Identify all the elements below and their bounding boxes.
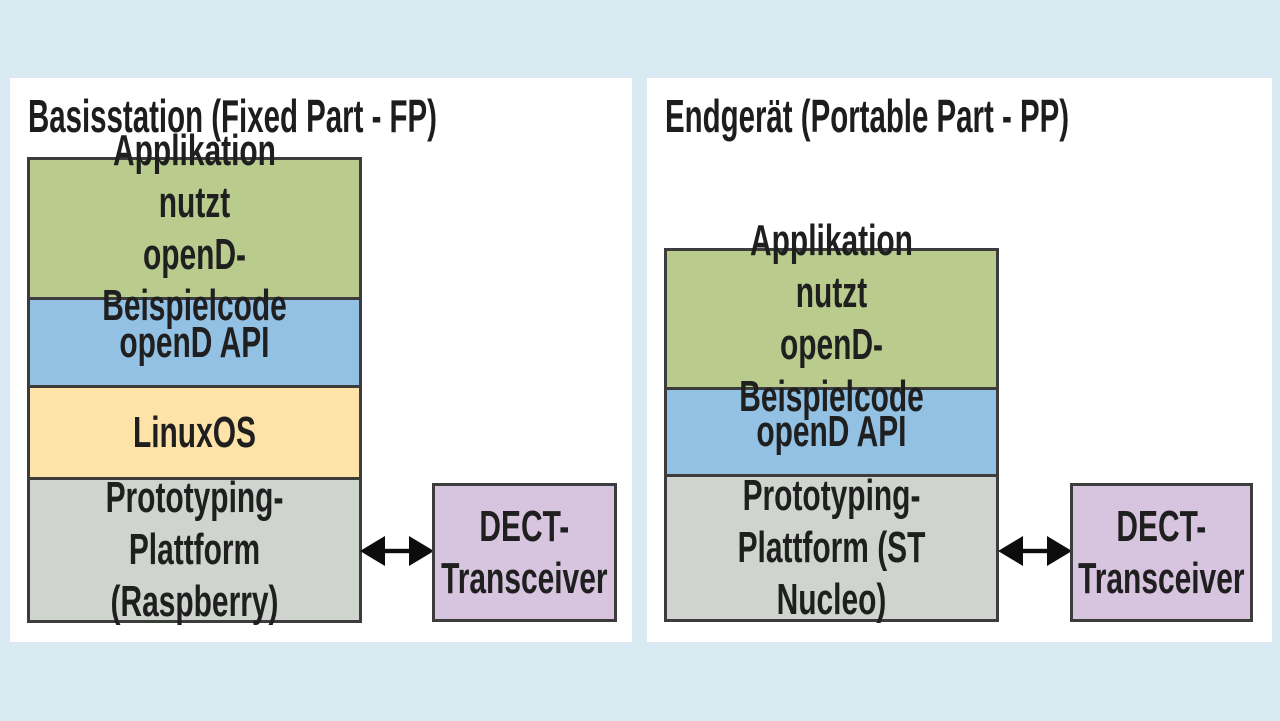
dect-transceiver-fp: DECT- Transceiver [432, 483, 617, 622]
panel-fixed-part: Basisstation (Fixed Part - FP) Applikati… [10, 78, 632, 642]
layer-prototyping-platform-pp-label: Prototyping- Plattform (ST Nucleo) [737, 471, 926, 624]
layer-application-pp-label: Applikation nutzt openD-Beispielcode [739, 216, 924, 421]
layer-application-fp: Applikation nutzt openD-Beispielcode [30, 126, 359, 330]
software-stack-fixed-part: Applikation nutzt openD-Beispielcode ope… [27, 126, 362, 626]
panel-title-fixed-part: Basisstation (Fixed Part - FP) [28, 91, 667, 142]
layer-opend-api-fp-label: openD API [119, 317, 270, 367]
layer-prototyping-platform-fp: Prototyping- Plattform (Raspberry) [30, 473, 359, 626]
layer-linux-os-fp-label: LinuxOS [132, 407, 257, 457]
panel-portable-part: Endgerät (Portable Part - PP) Applikatio… [647, 78, 1272, 642]
layer-application-fp-label: Applikation nutzt openD-Beispielcode [102, 125, 287, 331]
software-stack-portable-part: Applikation nutzt openD-Beispielcode ope… [664, 216, 999, 624]
layer-prototyping-platform-pp: Prototyping- Plattform (ST Nucleo) [667, 471, 996, 624]
dect-transceiver-pp-label: DECT- Transceiver [1078, 501, 1245, 603]
panel-title-portable-part: Endgerät (Portable Part - PP) [665, 91, 1280, 142]
panel-title-fixed-part-text: Basisstation (Fixed Part - FP) [28, 90, 437, 142]
layer-prototyping-platform-fp-label: Prototyping- Plattform (Raspberry) [105, 473, 284, 626]
layer-opend-api-pp-label: openD API [756, 407, 907, 457]
layer-opend-api-fp: openD API [30, 300, 359, 388]
dect-transceiver-pp: DECT- Transceiver [1070, 483, 1253, 622]
layer-linux-os-fp: LinuxOS [30, 388, 359, 480]
layer-opend-api-pp: openD API [667, 390, 996, 477]
panel-title-portable-part-text: Endgerät (Portable Part - PP) [665, 90, 1070, 142]
layer-application-pp: Applikation nutzt openD-Beispielcode [667, 216, 996, 421]
bidirectional-arrow-icon [360, 536, 434, 566]
dect-transceiver-fp-label: DECT- Transceiver [441, 501, 608, 603]
bidirectional-arrow-icon [998, 536, 1072, 566]
